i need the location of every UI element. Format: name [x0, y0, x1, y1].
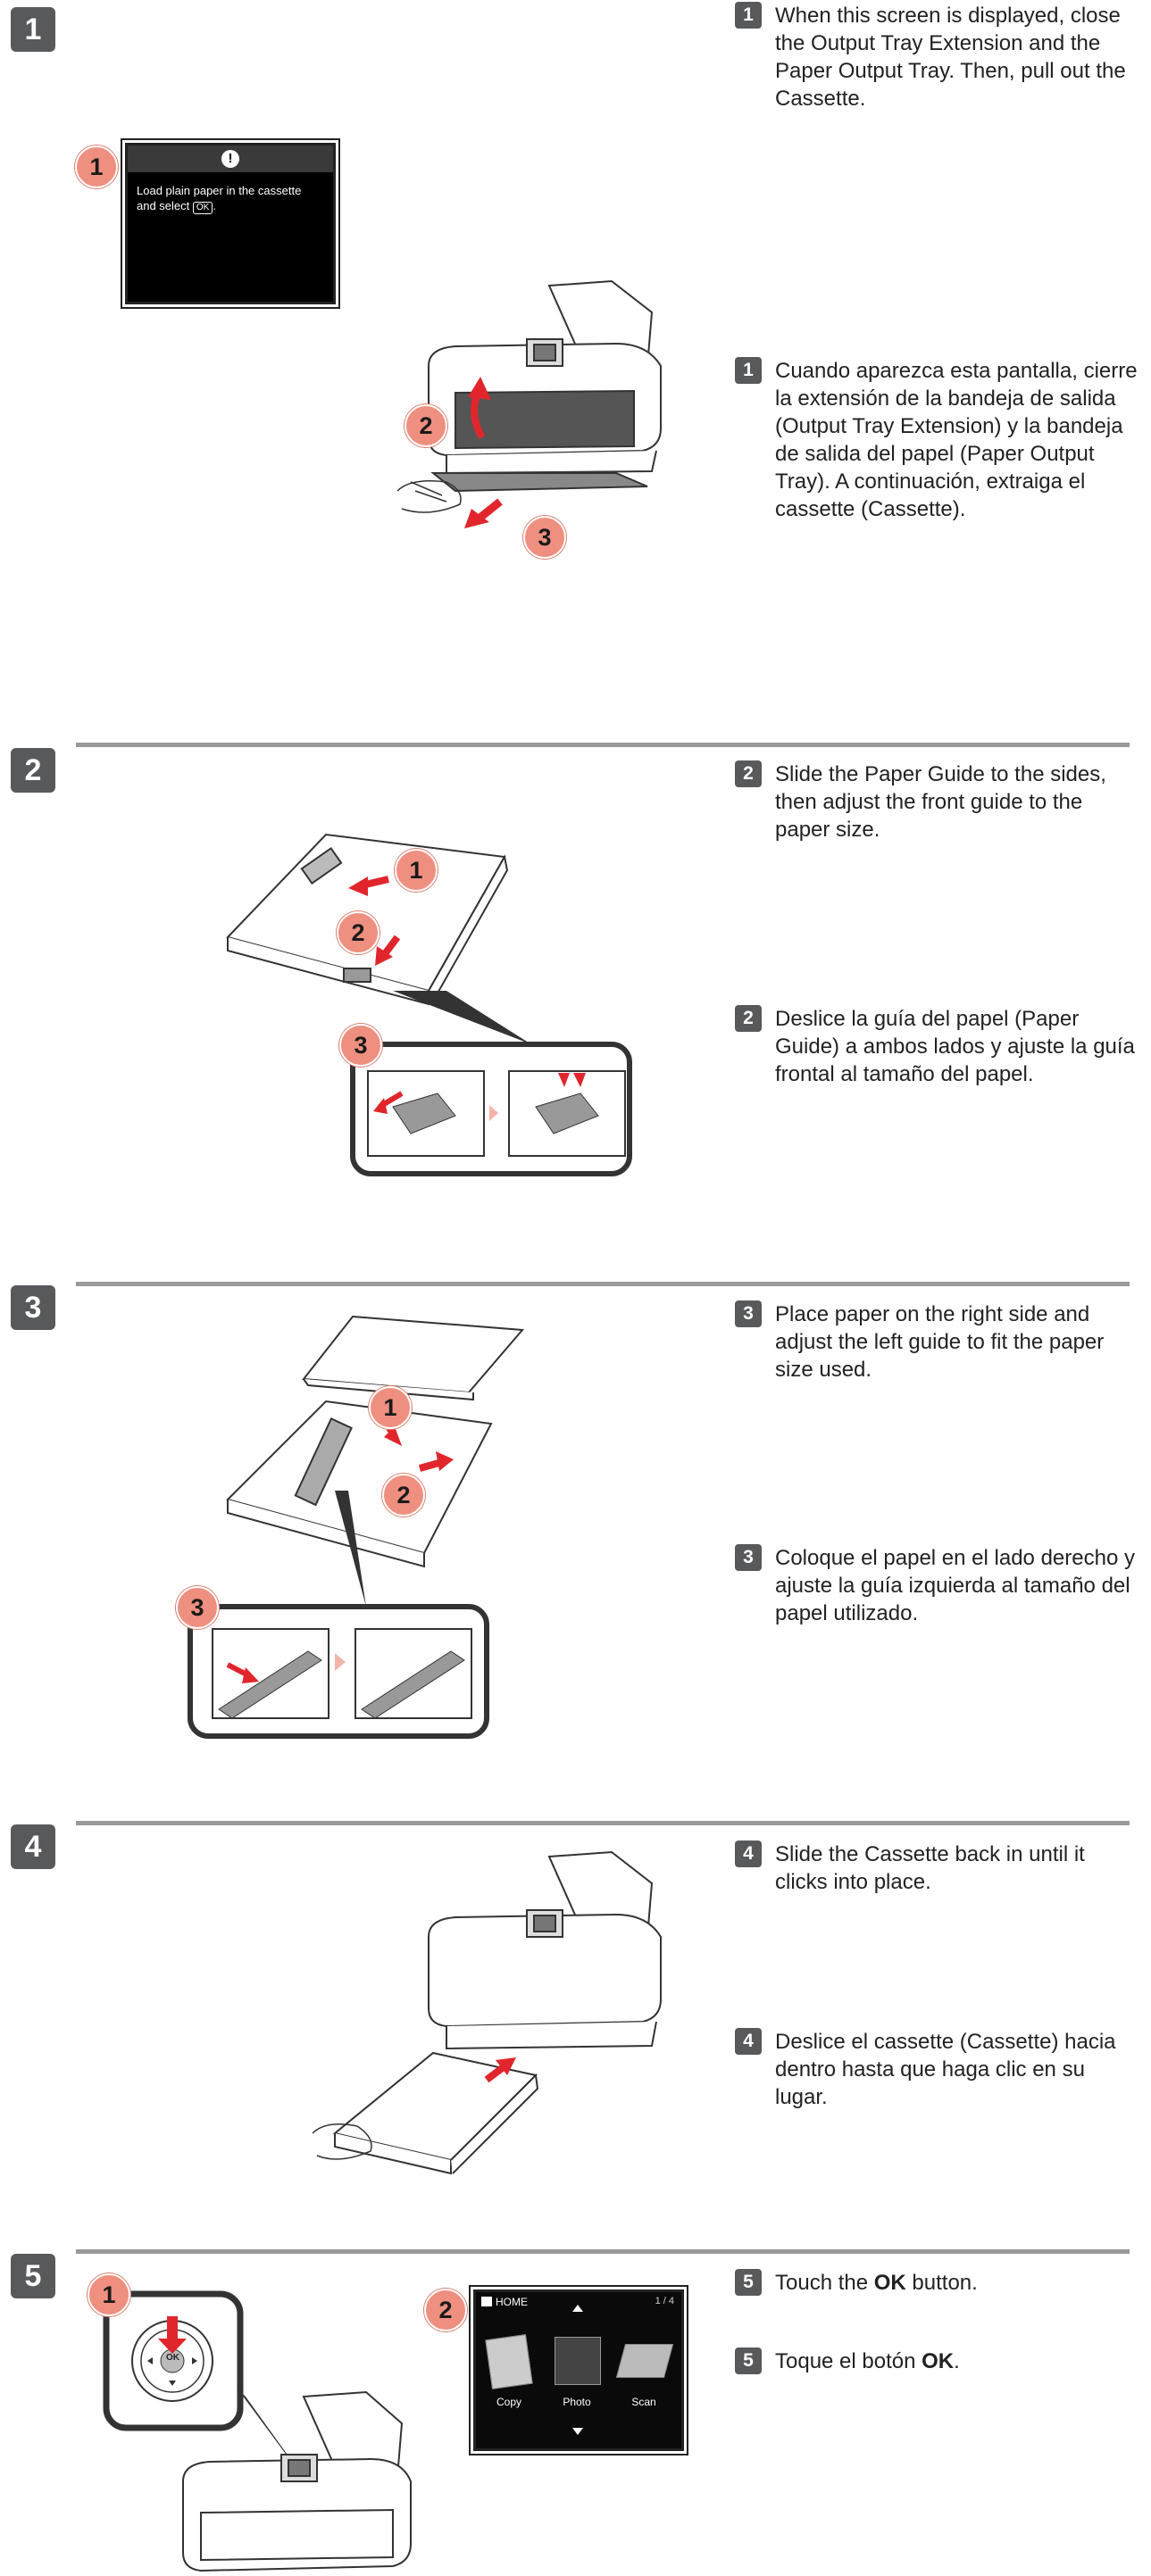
step-5-badge: 5	[11, 2254, 55, 2298]
step-4-mini-badge: 4	[735, 1841, 762, 1867]
callout-3: 3	[523, 516, 566, 559]
step-1-mini-badge-es: 1	[735, 357, 762, 384]
step-5-instruction-en: Touch the OK button.	[775, 2269, 1143, 2297]
step-4-instruction-es: Deslice el cassette (Cassette) hacia den…	[775, 2028, 1143, 2111]
step-3-instruction-en: Place paper on the right side and adjust…	[775, 1300, 1143, 1384]
step-5-mini-badge: 5	[735, 2269, 762, 2296]
divider-step-2	[76, 743, 1130, 747]
home-item-photo[interactable]: Photo	[555, 2396, 599, 2408]
step-1-instruction-en: When this screen is displayed, close the…	[775, 2, 1143, 112]
divider-step-3	[76, 1282, 1130, 1286]
step-5-mini-badge-es: 5	[735, 2347, 762, 2374]
callout-3-step3: 3	[176, 1586, 219, 1629]
home-item-scan-icon[interactable]	[616, 2344, 673, 2378]
ok-key-label: OK	[193, 202, 213, 214]
screen-message-suffix: .	[213, 199, 216, 212]
step-5-es-suffix: .	[954, 2349, 960, 2373]
step-5-en-ok: OK	[874, 2271, 906, 2295]
home-item-photo-icon[interactable]	[555, 2337, 601, 2385]
divider-step-5	[76, 2249, 1130, 2254]
step-5-en-prefix: Touch the	[775, 2271, 874, 2295]
down-arrow-icon[interactable]	[572, 2428, 583, 2435]
callout-1-step2: 1	[395, 849, 438, 892]
divider-step-4	[76, 1821, 1130, 1825]
step-5-es-ok: OK	[922, 2349, 954, 2373]
step-2-instruction-en: Slide the Paper Guide to the sides, then…	[775, 760, 1143, 843]
step-1-mini-badge: 1	[735, 2, 762, 29]
home-title-bar: HOME	[481, 2296, 528, 2308]
step-4-badge: 4	[11, 1824, 55, 1869]
step-3-mini-badge-es: 3	[735, 1544, 762, 1571]
callout-2-step2: 2	[337, 911, 379, 954]
callout-1: 1	[75, 145, 118, 188]
left-guide-detail-step3	[183, 1473, 496, 1741]
screen-message-line2: and select OK.	[137, 198, 324, 214]
printer-screen-load-paper: ! Load plain paper in the cassette and s…	[125, 143, 336, 304]
step-3-badge: 3	[11, 1285, 55, 1330]
callout-1-step3: 1	[369, 1386, 412, 1429]
callout-2-step5: 2	[424, 2289, 467, 2331]
home-item-copy-icon[interactable]	[485, 2334, 532, 2389]
callout-1-step5: 1	[88, 2273, 130, 2316]
home-title: HOME	[496, 2296, 528, 2308]
info-icon: !	[221, 150, 239, 168]
step-2-mini-badge-es: 2	[735, 1005, 762, 1032]
home-page-indicator: 1 / 4	[655, 2296, 674, 2306]
home-item-scan[interactable]: Scan	[621, 2396, 666, 2408]
paper-guide-detail-step2	[339, 973, 652, 1178]
callout-2: 2	[405, 404, 447, 447]
step-2-badge: 2	[11, 748, 55, 793]
step-4-mini-badge-es: 4	[735, 2028, 762, 2055]
ok-key-label-large: OK	[166, 2353, 179, 2363]
step-5-instruction-es: Toque el botón OK.	[775, 2347, 1143, 2375]
printer-illustration-step1	[393, 268, 679, 536]
printer-illustration-step5	[103, 2289, 424, 2575]
step-3-mini-badge: 3	[735, 1300, 762, 1327]
home-screen: HOME 1 / 4 Copy Photo Scan	[473, 2289, 684, 2451]
step-2-instruction-es: Deslice la guía del papel (Paper Guide) …	[775, 1005, 1143, 1088]
up-arrow-icon[interactable]	[572, 2305, 583, 2312]
step-5-en-suffix: button.	[906, 2271, 978, 2295]
home-icon	[481, 2297, 492, 2306]
step-1-badge: 1	[11, 7, 55, 52]
step-2-mini-badge: 2	[735, 760, 762, 787]
callout-3-step2: 3	[339, 1024, 382, 1067]
step-3-instruction-es: Coloque el papel en el lado derecho y aj…	[775, 1544, 1143, 1627]
screen-message-prefix: and select	[137, 199, 189, 212]
screen-message-line1: Load plain paper in the cassette	[137, 183, 324, 198]
step-1-instruction-es: Cuando aparezca esta pantalla, cierre la…	[775, 357, 1143, 523]
step-5-es-prefix: Toque el botón	[775, 2349, 922, 2373]
step-4-instruction-en: Slide the Cassette back in until it clic…	[775, 1841, 1143, 1896]
home-item-copy[interactable]: Copy	[487, 2396, 531, 2408]
printer-illustration-step4	[304, 1839, 679, 2187]
